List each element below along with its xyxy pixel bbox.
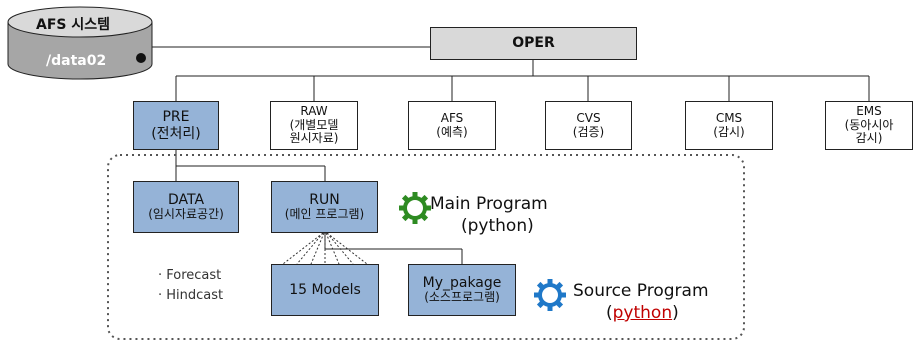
node-data-sub: (임시자료공간) [148, 207, 224, 222]
main-program-label: Main Program [430, 194, 548, 214]
node-cvs[interactable]: CVS (검증) [545, 101, 632, 150]
storage-cylinder [7, 6, 153, 80]
source-program-label: Source Program [573, 281, 709, 301]
storage-title: AFS 시스템 [36, 17, 110, 33]
node-pre[interactable]: PRE (전처리) [133, 101, 219, 150]
node-pre-name: PRE [162, 109, 190, 126]
node-cvs-name: CVS [576, 110, 601, 125]
oper-node[interactable]: OPER [430, 27, 637, 60]
source-program-python: python [612, 303, 673, 323]
node-raw-name: RAW [300, 103, 328, 118]
node-run-name: RUN [309, 192, 340, 209]
node-15-models-name: 15 Models [289, 281, 361, 298]
node-ems-sub: (동아시아 감시) [844, 117, 894, 146]
node-my-pakage-name: My_pakage [422, 275, 502, 292]
source-program-lang: (python) [606, 303, 679, 323]
gear-icon [399, 192, 431, 224]
storage-indicator-dot [136, 53, 146, 63]
node-my-pakage[interactable]: My_pakage (소스프로그램) [408, 264, 516, 316]
source-program-paren-open: ( [606, 303, 613, 323]
node-pre-sub: (전처리) [151, 125, 201, 142]
node-data[interactable]: DATA (임시자료공간) [133, 181, 239, 233]
node-afs-name: AFS [440, 110, 464, 125]
node-run[interactable]: RUN (메인 프로그램) [271, 181, 378, 233]
node-cvs-sub: (검증) [572, 124, 605, 139]
node-run-sub: (메인 프로그램) [284, 207, 365, 222]
source-program-paren-close: ) [672, 303, 679, 323]
node-afs-sub: (예측) [436, 124, 468, 139]
node-cms-name: CMS [715, 110, 743, 125]
node-ems-name: EMS [856, 103, 882, 118]
node-afs[interactable]: AFS (예측) [408, 101, 496, 150]
node-cms[interactable]: CMS (감시) [685, 101, 773, 150]
note-hindcast: · Hindcast [158, 288, 224, 303]
oper-label: OPER [512, 35, 555, 52]
main-program-lang: (python) [461, 216, 534, 236]
node-15-models[interactable]: 15 Models [271, 264, 379, 316]
storage-path: /data02 [46, 53, 107, 69]
node-raw[interactable]: RAW (개별모델 원시자료) [270, 101, 358, 150]
node-ems[interactable]: EMS (동아시아 감시) [825, 101, 913, 150]
note-forecast: · Forecast [158, 268, 222, 283]
node-my-pakage-sub: (소스프로그램) [424, 290, 500, 305]
node-data-name: DATA [167, 192, 205, 209]
gear-icon [534, 279, 566, 311]
node-cms-sub: (감시) [713, 124, 745, 139]
node-raw-sub: (개별모델 원시자료) [289, 117, 339, 146]
